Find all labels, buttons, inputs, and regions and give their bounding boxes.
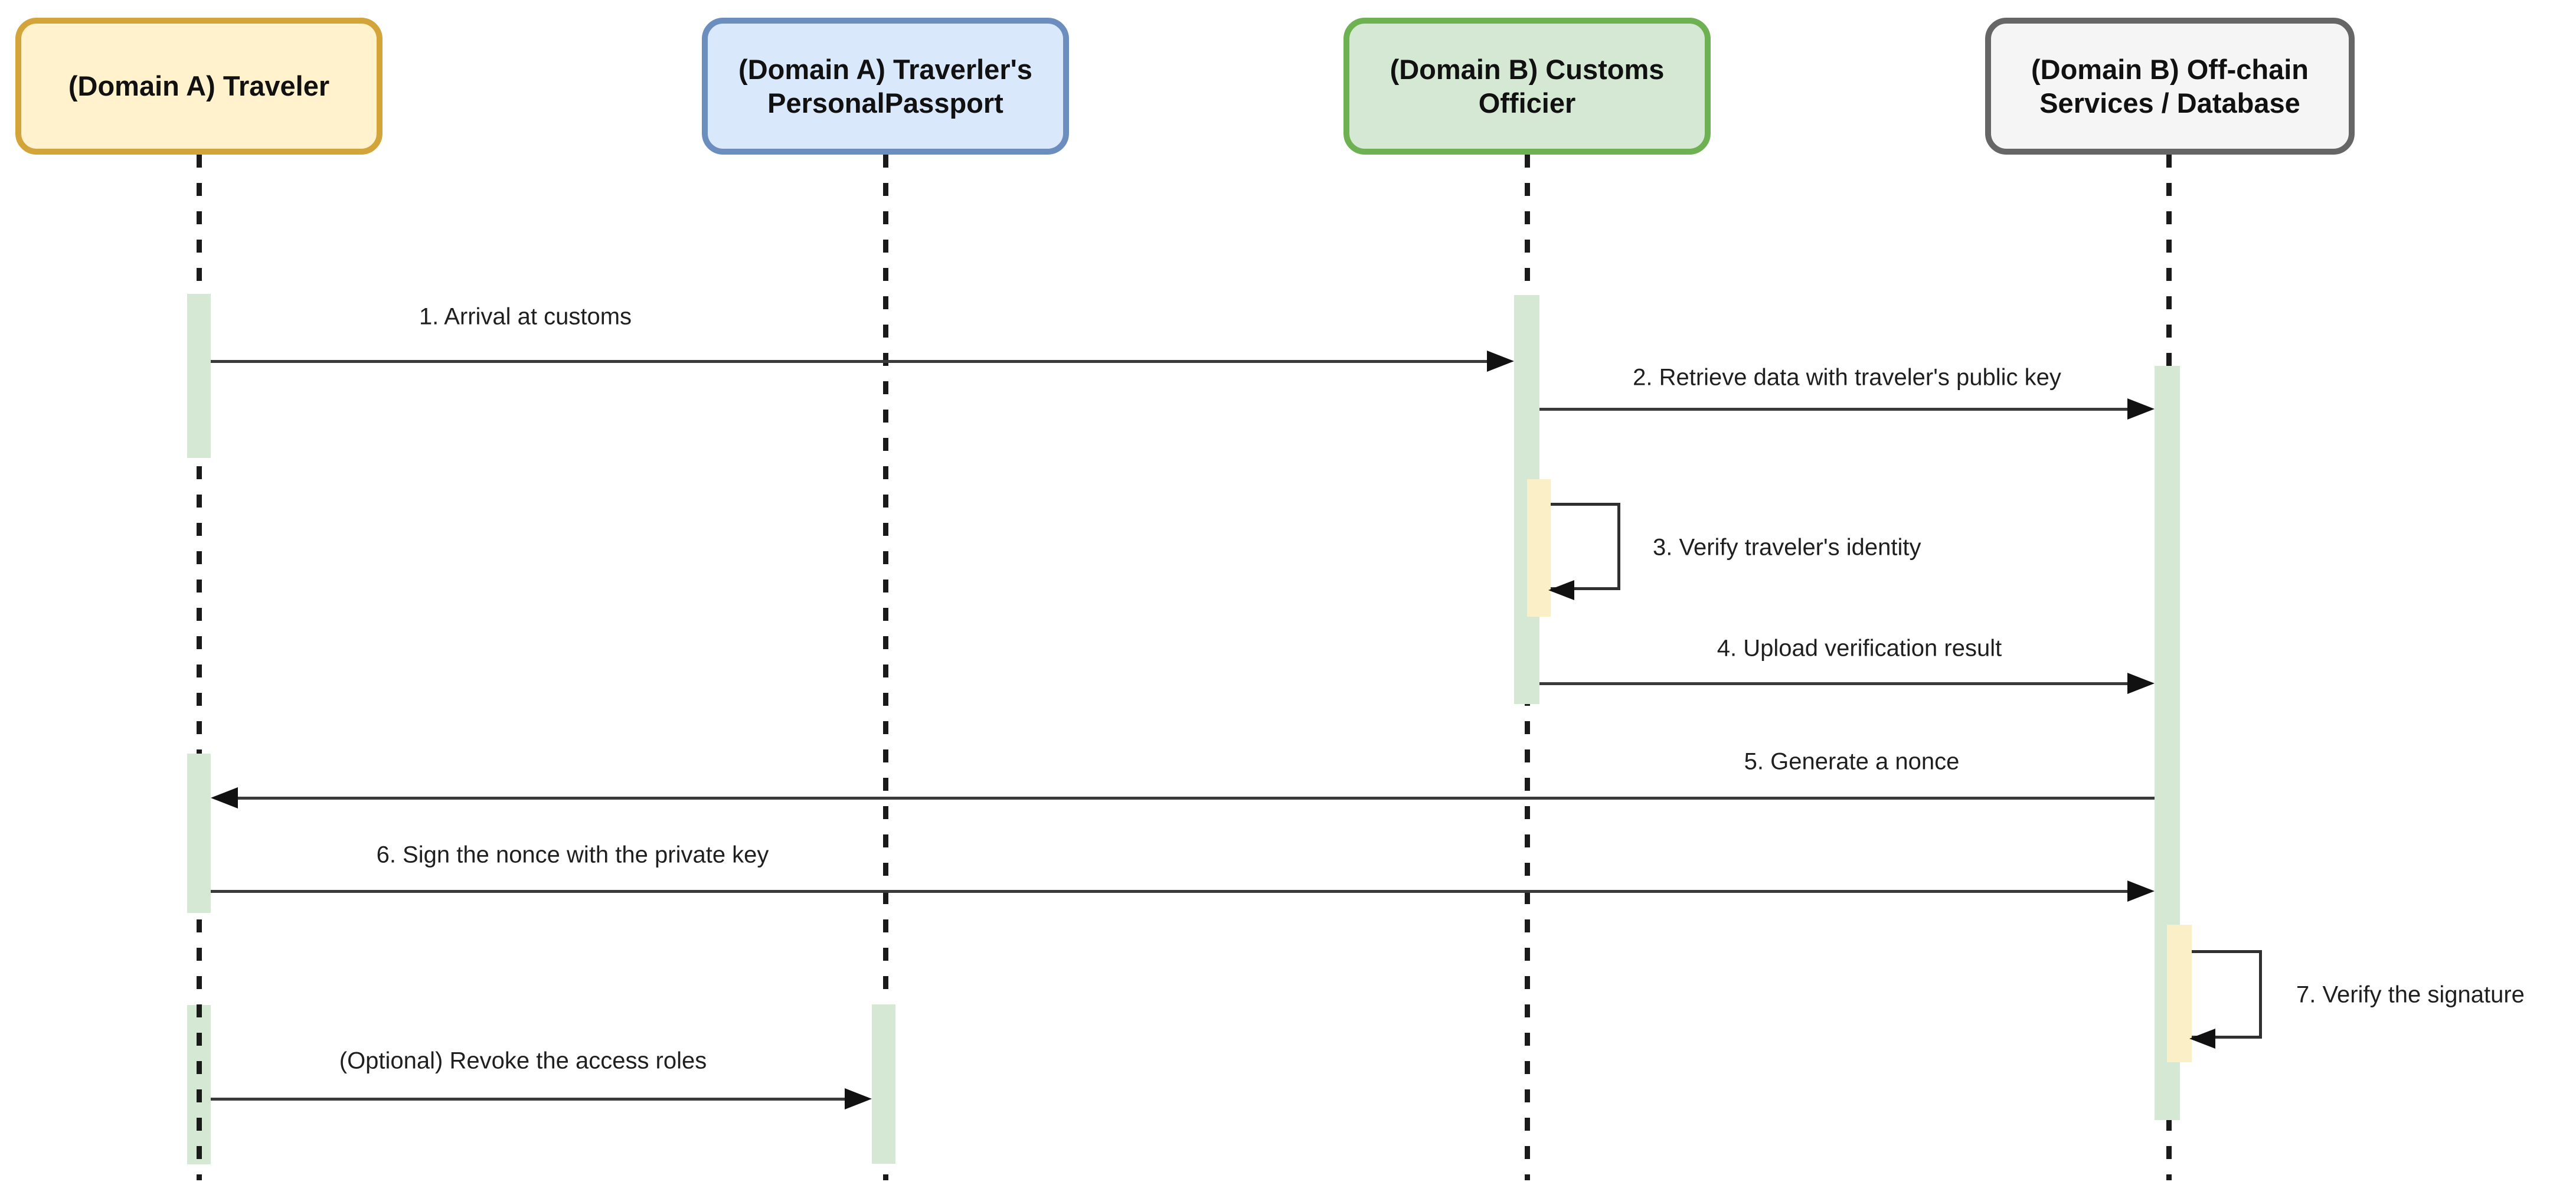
lifeline-personal-passport <box>883 155 888 1180</box>
message-arrow-8 <box>211 1088 872 1109</box>
arrowhead-icon <box>1548 580 1574 600</box>
arrowhead-icon <box>2127 673 2155 694</box>
participant-box-traveler: (Domain A) Traveler <box>15 18 383 155</box>
message-arrow-1 <box>211 351 1514 372</box>
message-label-3: 3. Verify traveler's identity <box>1653 534 1921 561</box>
message-label-8: (Optional) Revoke the access roles <box>339 1047 707 1074</box>
message-arrow-5 <box>211 787 2155 808</box>
arrowhead-icon <box>2127 880 2155 902</box>
arrowhead-icon <box>2127 398 2155 420</box>
activation-personal-passport <box>872 1004 895 1164</box>
message-label-7: 7. Verify the signature <box>2296 981 2525 1008</box>
message-label-4: 4. Upload verification result <box>1717 635 2002 662</box>
self-message-7-loop <box>2189 950 2262 1049</box>
arrowhead-icon <box>211 787 238 808</box>
message-label-1: 1. Arrival at customs <box>419 303 632 330</box>
arrowhead-icon <box>845 1088 872 1109</box>
participant-label-offchain-services: (Domain B) Off-chain Services / Database <box>2031 53 2309 119</box>
activation-traveler-2 <box>187 754 211 913</box>
message-arrow-2 <box>1539 398 2155 420</box>
message-arrow-4 <box>1539 673 2155 694</box>
participant-label-personal-passport: (Domain A) Traverler's PersonalPassport <box>738 53 1032 119</box>
arrowhead-icon <box>2189 1029 2215 1049</box>
message-label-2: 2. Retrieve data with traveler's public … <box>1633 364 2061 391</box>
participant-label-customs-officer: (Domain B) Customs Officier <box>1390 53 1665 119</box>
activation-offchain-self <box>2167 925 2192 1062</box>
activation-traveler-1 <box>187 294 211 458</box>
participant-label-traveler: (Domain A) Traveler <box>68 70 330 102</box>
message-arrow-6 <box>211 880 2155 902</box>
message-label-5: 5. Generate a nonce <box>1744 748 1960 775</box>
self-message-3-loop <box>1548 503 1620 600</box>
lifeline-traveler <box>197 155 202 1180</box>
participant-box-customs-officer: (Domain B) Customs Officier <box>1343 18 1711 155</box>
arrowhead-icon <box>1487 351 1514 372</box>
message-label-6: 6. Sign the nonce with the private key <box>376 842 769 868</box>
participant-box-personal-passport: (Domain A) Traverler's PersonalPassport <box>702 18 1069 155</box>
participant-box-offchain-services: (Domain B) Off-chain Services / Database <box>1985 18 2355 155</box>
activation-customs-self <box>1527 479 1551 617</box>
